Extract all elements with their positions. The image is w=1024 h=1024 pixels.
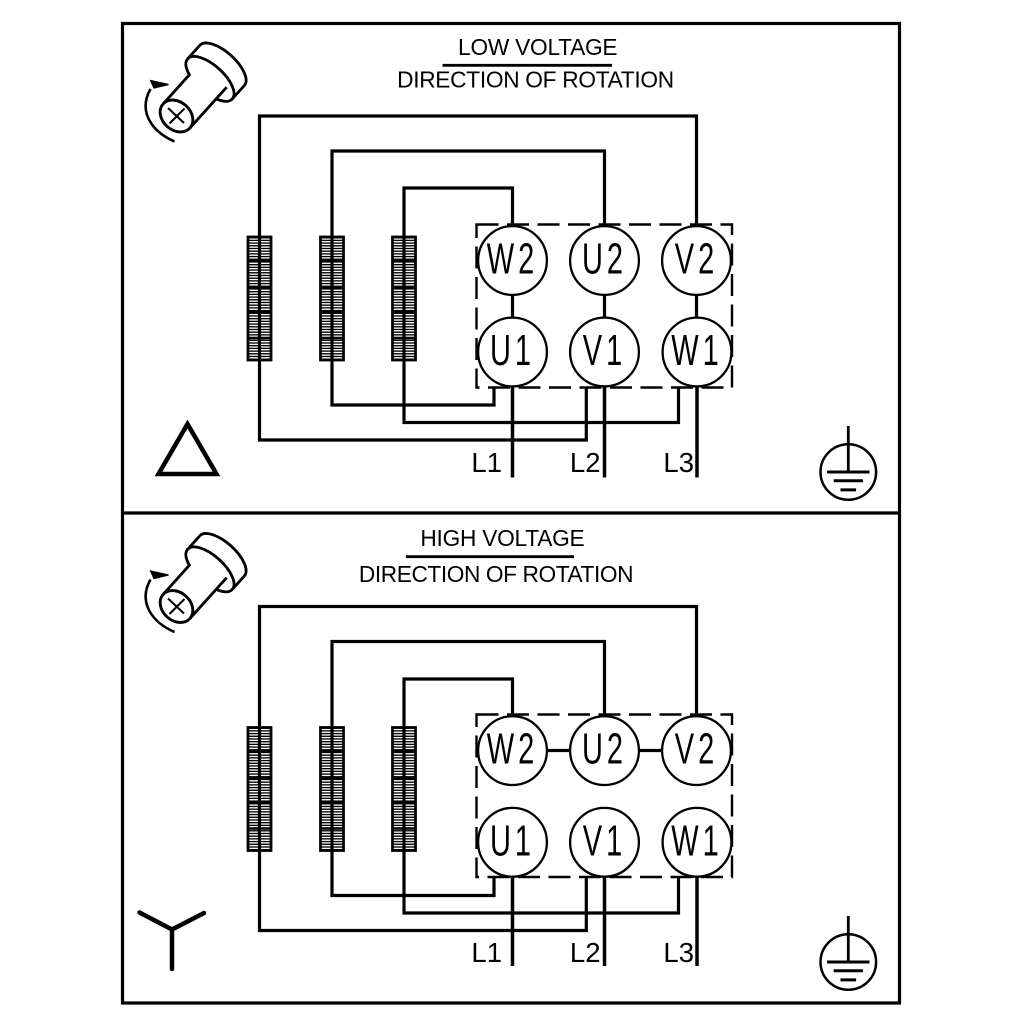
svg-text:W2: W2 bbox=[487, 725, 538, 773]
svg-text:V2: V2 bbox=[675, 725, 718, 773]
svg-text:W1: W1 bbox=[671, 816, 722, 864]
svg-text:LOW VOLTAGE: LOW VOLTAGE bbox=[458, 34, 618, 60]
svg-text:W1: W1 bbox=[671, 326, 722, 374]
svg-text:U2: U2 bbox=[582, 235, 627, 283]
svg-text:L3: L3 bbox=[663, 447, 694, 478]
svg-text:V2: V2 bbox=[675, 235, 718, 283]
svg-text:L1: L1 bbox=[471, 447, 502, 478]
svg-text:DIRECTION OF ROTATION: DIRECTION OF ROTATION bbox=[397, 67, 674, 93]
svg-text:L1: L1 bbox=[471, 937, 502, 968]
svg-text:L2: L2 bbox=[570, 937, 601, 968]
svg-text:U2: U2 bbox=[582, 725, 627, 773]
svg-text:U1: U1 bbox=[490, 326, 535, 374]
svg-text:L3: L3 bbox=[663, 937, 694, 968]
svg-text:W2: W2 bbox=[487, 235, 538, 283]
svg-text:V1: V1 bbox=[583, 326, 626, 374]
svg-text:L2: L2 bbox=[570, 447, 601, 478]
svg-text:V1: V1 bbox=[583, 816, 626, 864]
svg-text:U1: U1 bbox=[490, 816, 535, 864]
svg-text:HIGH VOLTAGE: HIGH VOLTAGE bbox=[420, 525, 584, 551]
svg-text:DIRECTION OF ROTATION: DIRECTION OF ROTATION bbox=[359, 561, 634, 587]
